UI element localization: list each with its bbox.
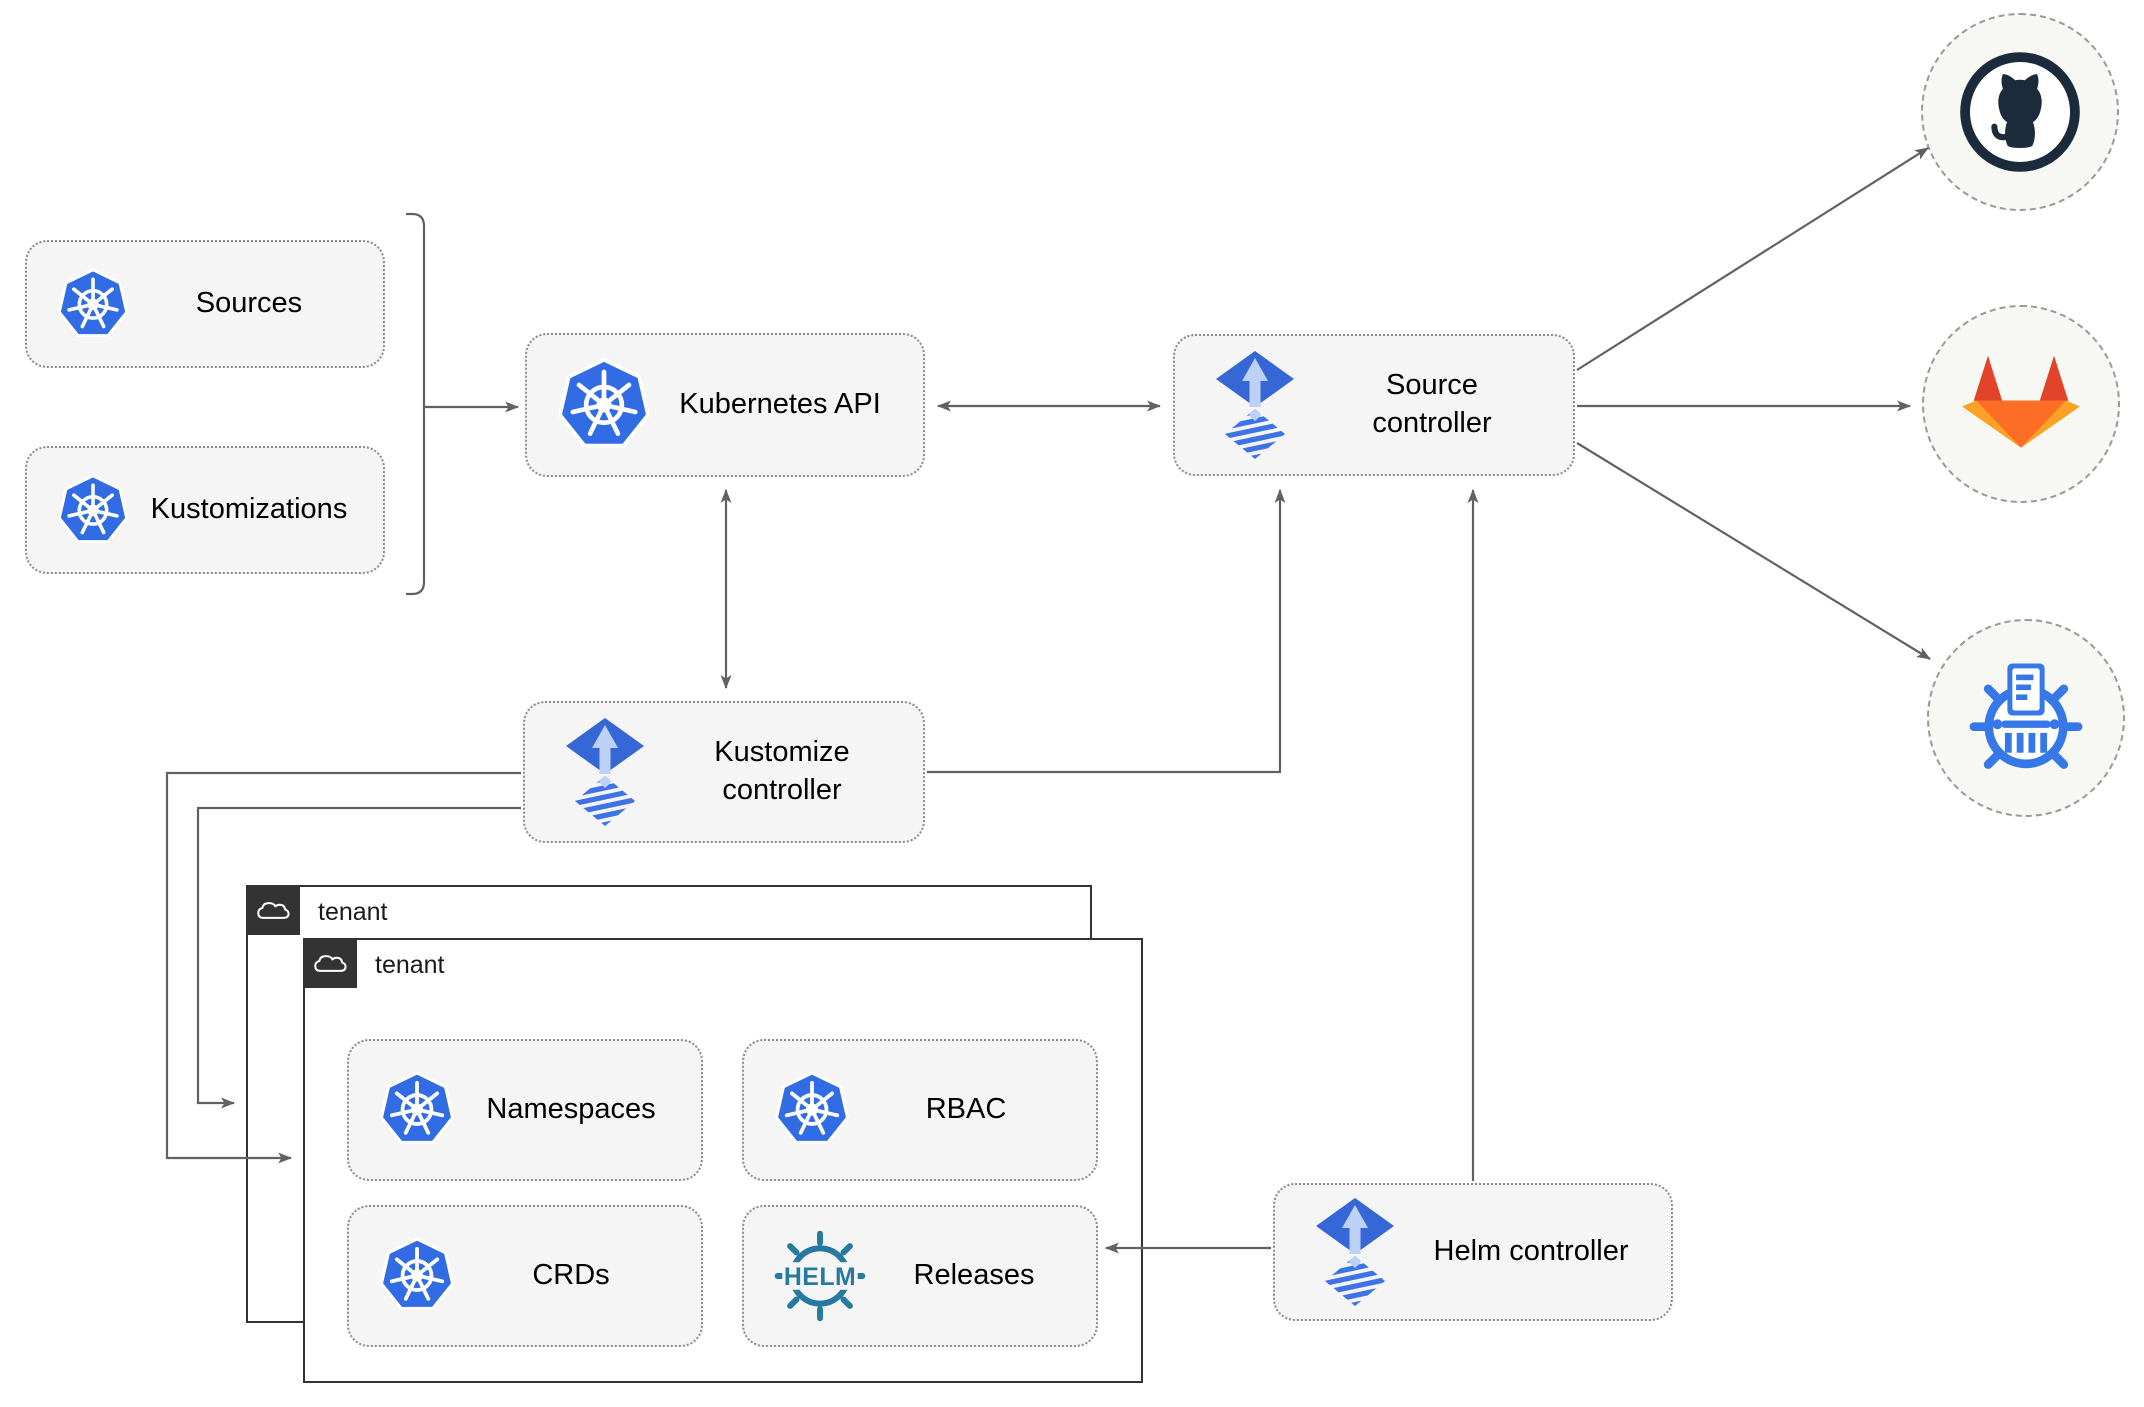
tenant-front-header: [303, 938, 357, 988]
kubernetes-icon: [774, 1071, 850, 1145]
node-releases: HELM Releases: [742, 1205, 1098, 1347]
node-sources-label: Sources: [195, 287, 303, 320]
node-releases-label: Releases: [913, 1259, 1035, 1292]
kubernetes-icon: [57, 473, 129, 543]
gitlab-icon: [1962, 355, 2080, 448]
arrow-source-controller-to-helm-repository: [1576, 442, 1931, 660]
node-crds: CRDs: [347, 1205, 703, 1347]
node-kustomize-controller-label: Kustomize controller: [714, 736, 850, 806]
kubernetes-icon: [57, 267, 129, 337]
node-rbac: RBAC: [742, 1039, 1098, 1181]
node-kustomizations-label: Kustomizations: [150, 493, 348, 526]
node-rbac-label: RBAC: [925, 1093, 1007, 1126]
node-helm-controller-label: Helm controller: [1433, 1235, 1629, 1268]
github-icon: [1959, 51, 2081, 173]
helm-logo-icon: HELM: [774, 1230, 866, 1322]
node-sources: Sources: [25, 240, 385, 368]
endpoint-helm-repository: [1927, 619, 2125, 817]
tenant-back-header: [246, 885, 300, 935]
chartmuseum-icon: [1964, 656, 2088, 780]
kubernetes-icon: [557, 356, 651, 454]
node-kustomize-controller: Kustomize controller: [523, 701, 925, 843]
kubernetes-icon: [379, 1237, 455, 1311]
endpoint-gitlab: [1922, 305, 2120, 503]
tenant-box-front: tenant Namespaces RBAC CRDs: [303, 938, 1143, 1383]
cloud-icon: [314, 954, 347, 972]
node-namespaces: Namespaces: [347, 1039, 703, 1181]
cloud-icon: [257, 901, 290, 919]
helm-logo-text: HELM: [784, 1264, 856, 1291]
node-kustomizations: Kustomizations: [25, 446, 385, 574]
kubernetes-icon: [379, 1071, 455, 1145]
node-source-controller-label: Source controller: [1372, 369, 1492, 439]
node-kubernetes-api: Kubernetes API: [525, 333, 925, 477]
flux-icon: [1205, 349, 1305, 461]
node-source-controller: Source controller: [1173, 334, 1575, 476]
flux-icon: [555, 716, 655, 828]
arrow-kustomize-to-source-controller: [927, 489, 1286, 774]
grouping-bracket: [406, 212, 426, 596]
arrow-source-controller-to-github: [1576, 147, 1929, 371]
tenant-back-label: tenant: [318, 898, 388, 926]
node-crds-label: CRDs: [532, 1259, 610, 1292]
node-namespaces-label: Namespaces: [486, 1093, 656, 1126]
tenant-front-label: tenant: [375, 951, 445, 979]
node-kubernetes-api-label: Kubernetes API: [679, 388, 881, 421]
flux-icon: [1305, 1196, 1405, 1308]
node-helm-controller: Helm controller: [1273, 1183, 1673, 1321]
endpoint-github: [1921, 13, 2119, 211]
